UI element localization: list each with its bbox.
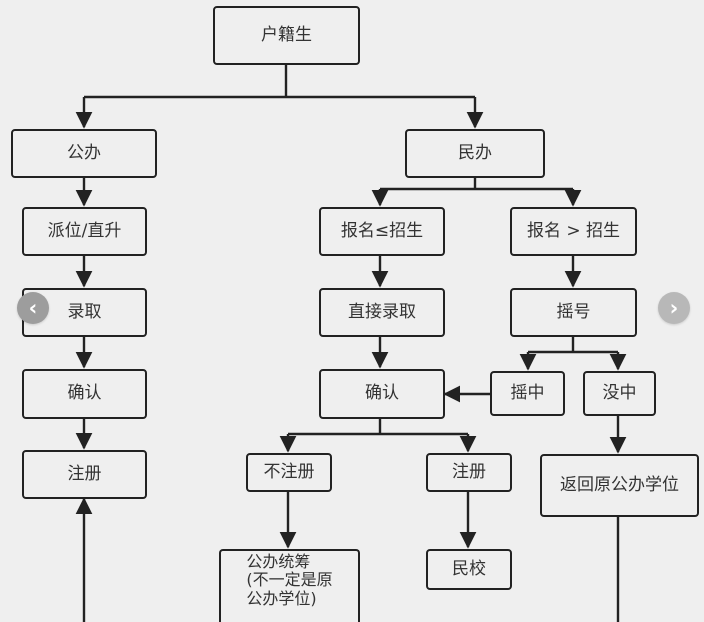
- node-gongban-tongchou-label: 公办统筹 (不一定是原 公办学位): [246, 552, 333, 608]
- node-buzhuce: 不注册: [246, 453, 332, 492]
- node-minxiao: 民校: [426, 549, 512, 590]
- node-paiwei-label: 派位/直升: [47, 220, 122, 241]
- node-baoming-gt: 报名 > 招生: [510, 207, 637, 256]
- node-minban-label: 民办: [458, 142, 492, 163]
- chevron-right-icon: ›: [669, 296, 679, 320]
- node-yaohao-label: 摇号: [556, 301, 591, 322]
- carousel-prev-button[interactable]: ‹: [17, 292, 49, 324]
- node-huji: 户籍生: [213, 6, 360, 65]
- node-queren-left: 确认: [22, 369, 147, 419]
- node-yaozhong: 摇中: [490, 371, 565, 416]
- node-yaozhong-label: 摇中: [510, 382, 545, 403]
- node-baoming-gt-label: 报名 > 招生: [526, 220, 621, 241]
- node-fanhui: 返回原公办学位: [540, 454, 699, 517]
- node-zhijie-luqu-label: 直接录取: [348, 301, 416, 322]
- node-yaohao: 摇号: [510, 288, 637, 337]
- chevron-left-icon: ‹: [28, 296, 38, 320]
- node-gongban-tongchou: 公办统筹 (不一定是原 公办学位): [219, 549, 360, 622]
- node-meizhong-label: 没中: [602, 382, 637, 403]
- node-gongban: 公办: [11, 129, 157, 178]
- node-zhuce-left: 注册: [22, 450, 147, 499]
- node-baoming-le: 报名≤招生: [319, 207, 445, 256]
- carousel-next-button[interactable]: ›: [658, 292, 690, 324]
- node-huji-label: 户籍生: [261, 24, 312, 45]
- node-fanhui-label: 返回原公办学位: [560, 474, 679, 495]
- node-zhuce-mid-label: 注册: [452, 461, 486, 482]
- node-zhuce-mid: 注册: [426, 453, 512, 492]
- node-meizhong: 没中: [583, 371, 656, 416]
- node-minxiao-label: 民校: [452, 558, 486, 579]
- node-queren-left-label: 确认: [67, 383, 102, 404]
- node-luqu-left-label: 录取: [67, 301, 102, 322]
- node-gongban-label: 公办: [67, 142, 101, 163]
- node-queren-mid-label: 确认: [365, 383, 399, 404]
- node-buzhuce-label: 不注册: [263, 461, 315, 482]
- node-queren-mid: 确认: [319, 369, 445, 419]
- node-paiwei: 派位/直升: [22, 207, 147, 256]
- node-baoming-le-label: 报名≤招生: [340, 220, 424, 241]
- node-minban: 民办: [405, 129, 545, 178]
- node-zhuce-left-label: 注册: [67, 463, 102, 484]
- node-zhijie-luqu: 直接录取: [319, 288, 445, 337]
